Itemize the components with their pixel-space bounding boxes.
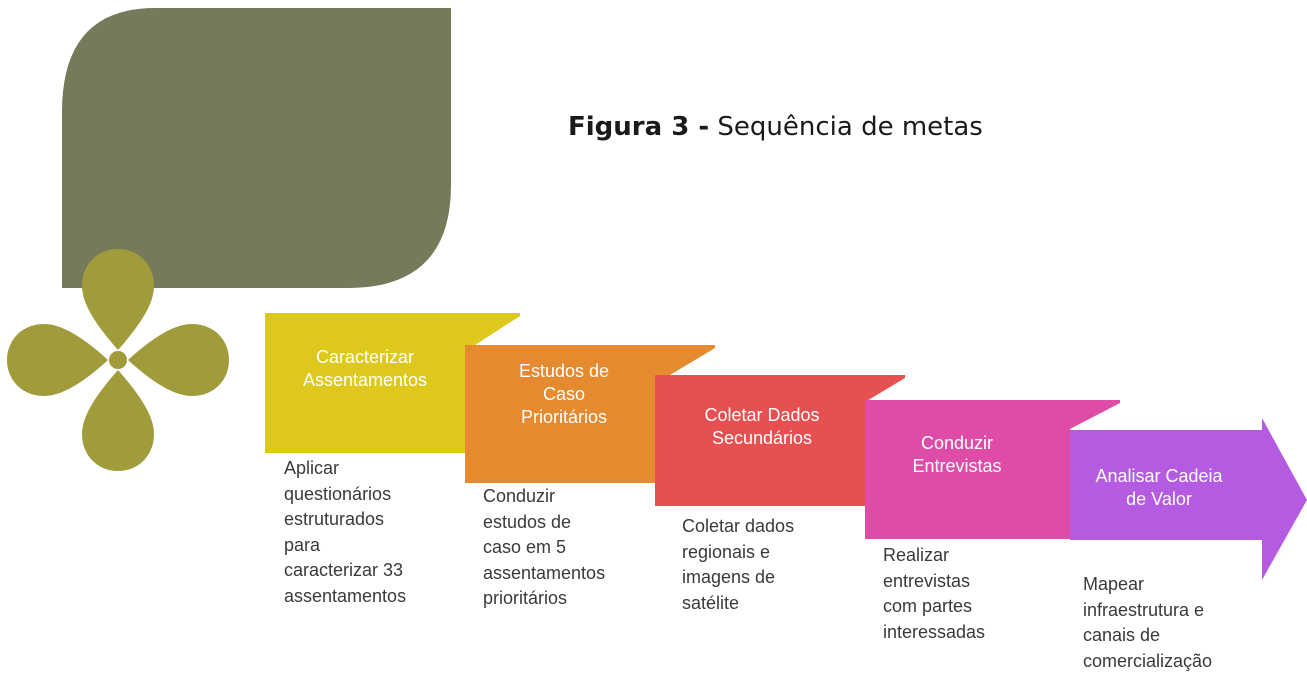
- step-2-label: Estudos de Caso Prioritários: [518, 361, 610, 427]
- step-5-description: Mapear infraestrutura e canais de comerc…: [1083, 574, 1213, 671]
- step-3-label: Coletar Dados Secundários: [704, 405, 820, 448]
- step-1-label: Caracterizar Assentamentos: [302, 347, 428, 390]
- step-3-shape: [655, 375, 905, 506]
- step-5-shape: [1070, 418, 1307, 580]
- step-4-label: Conduzir Entrevistas: [912, 433, 1002, 476]
- figure-label: Figura 3 -: [568, 112, 710, 142]
- figure-title: Figura 3 - Sequência de metas: [568, 112, 983, 142]
- step-4-description: Realizar entrevistas com partes interess…: [883, 545, 986, 642]
- step-3-description: Coletar dados regionais e imagens de sat…: [682, 516, 795, 613]
- decorative-graphic: [7, 8, 451, 471]
- step-1-description: Aplicar questionários estruturados para …: [284, 458, 407, 606]
- step-2-description: Conduzir estudos de caso em 5 assentamen…: [483, 486, 606, 608]
- step-5-label: Analisar Cadeia de Valor: [1095, 466, 1223, 509]
- step-4-shape: [865, 400, 1120, 539]
- step-1-shape: [265, 313, 520, 453]
- figure-caption: Sequência de metas: [717, 112, 983, 142]
- decorative-clover-shape: [7, 249, 229, 471]
- step-2-shape: [465, 345, 715, 483]
- decorative-leaf-shape: [62, 8, 451, 288]
